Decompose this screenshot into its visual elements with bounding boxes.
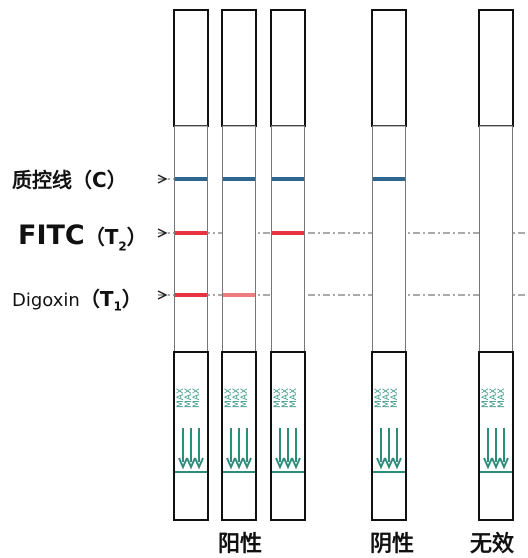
flow-arrow-head: [384, 457, 394, 470]
strip-membrane: [372, 125, 406, 353]
guide-lines: [157, 174, 528, 300]
flow-arrow-head: [376, 457, 386, 470]
strip-top-pad: [270, 9, 306, 127]
positive-group-label: 阳性: [218, 532, 263, 557]
flow-arrow-head: [483, 457, 493, 470]
digoxin-pointer-arrow: [157, 290, 168, 300]
digoxin-label-text: Digoxin: [12, 290, 80, 311]
invalid-group-label: 无效: [470, 532, 515, 557]
negative-group-label: 阴性: [370, 532, 415, 557]
control-line-marker: C: [92, 168, 107, 192]
flow-arrow-head: [291, 457, 301, 470]
flow-arrow-head: [283, 457, 293, 470]
strip-top-pad: [173, 9, 209, 127]
digoxin-test-line: [175, 293, 207, 297]
max-label: MAX: [497, 388, 507, 408]
flow-arrow-head: [392, 457, 402, 470]
max-label: MAX: [273, 388, 283, 408]
flow-arrow-head: [499, 457, 509, 470]
control-pointer-arrow: [157, 174, 168, 184]
digoxin-marker: T: [99, 287, 114, 311]
strip-membrane: [222, 125, 256, 353]
control-line: [223, 177, 255, 181]
control-line-label-text: 质控线: [12, 168, 72, 192]
strip-top-pad: [221, 9, 257, 127]
max-label: MAX: [184, 388, 194, 408]
control-line: [272, 177, 304, 181]
max-label: MAX: [176, 388, 186, 408]
flow-arrow-head: [491, 457, 501, 470]
flow-arrow-head: [234, 457, 244, 470]
max-label: MAX: [240, 388, 250, 408]
strip-membrane: [271, 125, 305, 353]
max-label: MAX: [374, 388, 384, 408]
flow-arrow-head: [242, 457, 252, 470]
max-label: MAX: [281, 388, 291, 408]
digoxin-test-line: [223, 293, 255, 297]
strip-top-pad: [371, 9, 407, 127]
max-label: MAX: [489, 388, 499, 408]
fitc-marker: T: [104, 225, 119, 249]
flow-arrow-head: [226, 457, 236, 470]
fitc-label: FITC（T2）: [18, 220, 147, 254]
max-label: MAX: [390, 388, 400, 408]
fitc-test-line: [175, 231, 207, 235]
fitc-test-line: [272, 231, 304, 235]
flow-arrow-head: [178, 457, 188, 470]
max-label: MAX: [224, 388, 234, 408]
fitc-label-text: FITC: [18, 220, 85, 251]
flow-arrow-head: [275, 457, 285, 470]
strip-membrane: [174, 125, 208, 353]
control-line-label: 质控线（C）: [12, 168, 127, 192]
max-label: MAX: [192, 388, 202, 408]
fitc-pointer-arrow: [157, 228, 168, 238]
flow-arrow-head: [194, 457, 204, 470]
strip-top-pad: [478, 9, 514, 127]
max-label: MAX: [232, 388, 242, 408]
max-label: MAX: [382, 388, 392, 408]
flow-arrow-head: [186, 457, 196, 470]
digoxin-marker-sub: 1: [113, 299, 122, 314]
digoxin-label: Digoxin（T1）: [12, 287, 142, 314]
control-line: [373, 177, 405, 181]
strip-membrane: [479, 125, 513, 353]
max-label: MAX: [481, 388, 491, 408]
max-label: MAX: [289, 388, 299, 408]
fitc-marker-sub: 2: [118, 239, 127, 254]
control-line: [175, 177, 207, 181]
